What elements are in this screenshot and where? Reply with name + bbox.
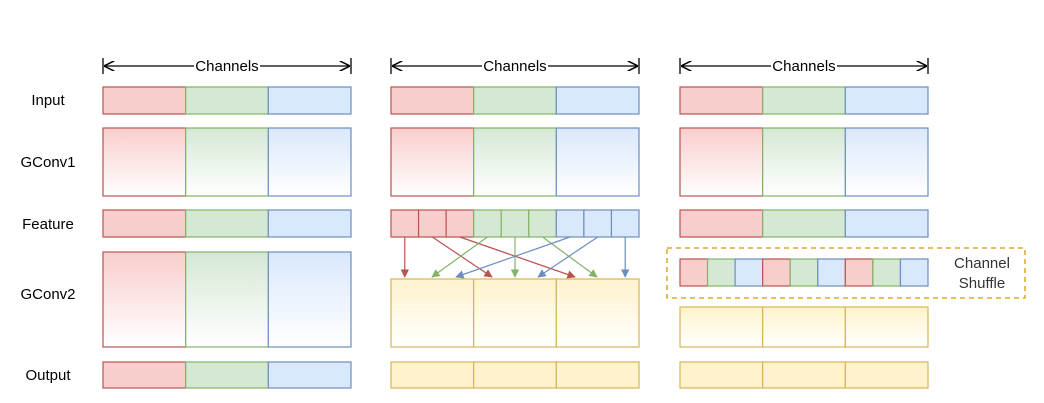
channels-label-left: Channels — [195, 58, 258, 75]
column-3-feature — [679, 209, 929, 238]
channel-shuffle-box — [666, 247, 1026, 299]
column-2-gconv1 — [390, 127, 640, 197]
column-2-input — [390, 86, 640, 115]
channel-shuffle-label-line1: Channel — [954, 255, 1010, 272]
column-2-output — [390, 361, 640, 389]
column-1-gconv1 — [102, 127, 352, 197]
column-3-gconv2 — [679, 306, 929, 348]
row-label-output: Output — [25, 367, 71, 384]
channels-arrow-middle: Channels — [390, 57, 640, 75]
column-2-gconv2 — [390, 278, 640, 348]
row-label-gconv1: GConv1 — [20, 154, 75, 171]
column-3-gconv1 — [679, 127, 929, 197]
shuffle-arrows-blue — [455, 236, 630, 279]
channels-arrow-left: Channels — [102, 57, 352, 75]
column-3-output — [679, 361, 929, 389]
row-label-feature: Feature — [22, 216, 74, 233]
column-2-feature-split — [390, 209, 640, 238]
column-3-shuffled-channels — [679, 258, 929, 287]
channels-arrow-right: Channels — [679, 57, 929, 75]
row-label-input: Input — [31, 92, 65, 109]
column-1-feature — [102, 209, 352, 238]
channels-label-right: Channels — [772, 58, 835, 75]
column-3-input — [679, 86, 929, 115]
column-1-gconv2 — [102, 251, 352, 348]
column-1-output — [102, 361, 352, 389]
row-label-gconv2: GConv2 — [20, 286, 75, 303]
shuffle-arrows-red — [400, 236, 576, 279]
channels-label-middle: Channels — [483, 58, 546, 75]
column-1-input — [102, 86, 352, 115]
channel-shuffle-label-line2: Shuffle — [959, 275, 1005, 292]
